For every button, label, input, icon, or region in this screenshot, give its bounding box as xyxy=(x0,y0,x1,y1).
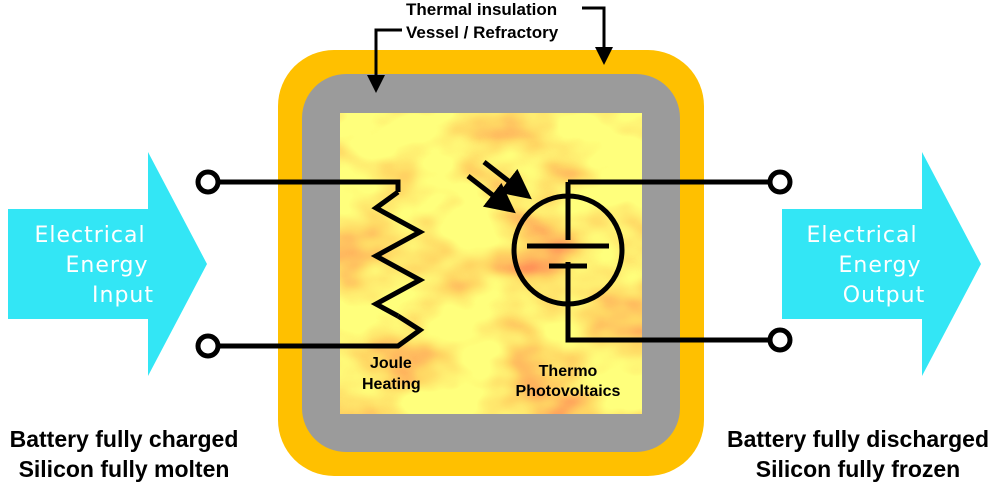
electrical-input-arrow xyxy=(8,152,207,376)
joule-heating-label-line2: Heating xyxy=(362,376,421,393)
tpv-circuit xyxy=(466,160,770,343)
tpv-label-line1: Thermo xyxy=(539,363,598,380)
status-discharged-line2: Silicon fully frozen xyxy=(755,456,961,482)
input-terminal-top xyxy=(195,169,221,195)
tpv-bottom-lead xyxy=(565,262,770,343)
electrical-output-arrow xyxy=(782,152,981,376)
joule-heating-label-line1: Joule xyxy=(370,355,412,372)
heater-top-wire xyxy=(218,179,401,192)
status-discharged: Battery fully discharged Silicon fully f… xyxy=(716,424,1000,484)
status-charged-line2: Silicon fully molten xyxy=(18,456,230,482)
thermal-insulation-label: Thermal insulation xyxy=(406,0,557,19)
input-arrow-line2: Energy xyxy=(65,253,148,278)
output-arrow-line3: Output xyxy=(843,283,925,308)
heater-resistor-zigzag xyxy=(370,189,426,319)
joule-heater-circuit xyxy=(218,179,426,349)
status-charged: Battery fully charged Silicon fully molt… xyxy=(0,424,248,484)
output-terminal-top xyxy=(767,169,793,195)
tpv-label-line2: Photovoltaics xyxy=(516,383,621,400)
heater-bottom-wire xyxy=(218,313,425,349)
status-charged-line1: Battery fully charged xyxy=(9,426,239,452)
thermal-insulation-pointer xyxy=(582,6,613,65)
vessel-refractory-label: Vessel / Refractory xyxy=(406,23,559,42)
status-discharged-line1: Battery fully discharged xyxy=(726,426,990,452)
input-terminal-bottom xyxy=(195,333,221,359)
output-arrow-line2: Energy xyxy=(838,253,921,278)
vessel-refractory-pointer xyxy=(367,28,402,93)
input-arrow-line3: Input xyxy=(92,283,154,308)
output-arrow-line1: Electrical xyxy=(806,223,917,248)
input-arrow-line1: Electrical xyxy=(34,223,145,248)
output-terminal-bottom xyxy=(767,327,793,353)
light-ray-1 xyxy=(466,174,516,214)
light-ray-2 xyxy=(482,160,532,200)
